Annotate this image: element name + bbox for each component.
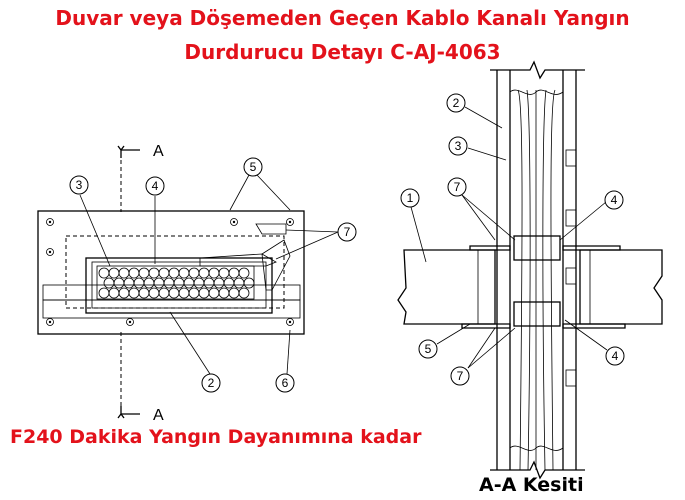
tray-rails xyxy=(496,70,577,470)
section-cut-line-bottom xyxy=(120,406,140,415)
svg-text:5: 5 xyxy=(425,342,432,356)
callout-3-section: 3 xyxy=(448,136,468,156)
callout-5-section: 5 xyxy=(418,339,438,359)
title-line-2: Durdurucu Detayı C-AJ-4063 xyxy=(184,40,501,64)
break-top xyxy=(490,60,585,80)
callout-7-plan: 7 xyxy=(337,222,357,242)
plan-fasteners xyxy=(46,218,294,326)
callout-5-plan: 5 xyxy=(243,157,263,177)
svg-text:7: 7 xyxy=(454,180,461,194)
svg-text:4: 4 xyxy=(612,349,619,363)
callout-2-plan: 2 xyxy=(201,373,221,393)
callout-7-section-bottom: 7 xyxy=(450,366,470,386)
break-bottom xyxy=(490,460,585,480)
outer-flange xyxy=(37,210,305,335)
callout-4-section-top: 4 xyxy=(604,190,624,210)
svg-text:7: 7 xyxy=(344,225,351,239)
svg-text:4: 4 xyxy=(152,179,159,193)
fill-block-top xyxy=(513,235,561,261)
svg-text:5: 5 xyxy=(250,160,257,174)
svg-text:3: 3 xyxy=(76,178,83,192)
callout-2-section: 2 xyxy=(446,93,466,113)
title-line-1: Duvar veya Döşemeden Geçen Kablo Kanalı … xyxy=(55,6,630,30)
svg-text:7: 7 xyxy=(457,369,464,383)
section-mark-top: A xyxy=(153,143,164,160)
section-mark-bottom: A xyxy=(153,407,164,424)
section-cut-line-top xyxy=(120,149,140,158)
callout-1-section: 1 xyxy=(400,188,420,208)
slab-right xyxy=(579,249,663,325)
svg-text:1: 1 xyxy=(407,191,414,205)
callout-4-plan: 4 xyxy=(145,176,165,196)
callout-4-section-bottom: 4 xyxy=(605,346,625,366)
svg-text:6: 6 xyxy=(282,376,289,390)
section-arrow-top xyxy=(117,145,125,152)
section-view xyxy=(397,60,663,480)
fire-rating-subtitle: F240 Dakika Yangın Dayanımına kadar xyxy=(10,426,422,448)
cable-bundle xyxy=(98,267,255,299)
callout-3-plan: 3 xyxy=(69,175,89,195)
cable-tray xyxy=(85,257,273,314)
svg-text:2: 2 xyxy=(453,96,460,110)
callout-7-section-top: 7 xyxy=(447,177,467,197)
svg-text:3: 3 xyxy=(455,139,462,153)
callout-6-plan: 6 xyxy=(275,373,295,393)
svg-text:2: 2 xyxy=(208,376,215,390)
sealant-edge xyxy=(199,253,277,267)
plan-view xyxy=(37,145,339,419)
fill-block-bottom xyxy=(513,301,561,327)
svg-text:4: 4 xyxy=(611,193,618,207)
section-title: A-A Kesiti xyxy=(479,474,584,496)
slab-left xyxy=(397,249,496,325)
sealant-top xyxy=(255,223,287,235)
